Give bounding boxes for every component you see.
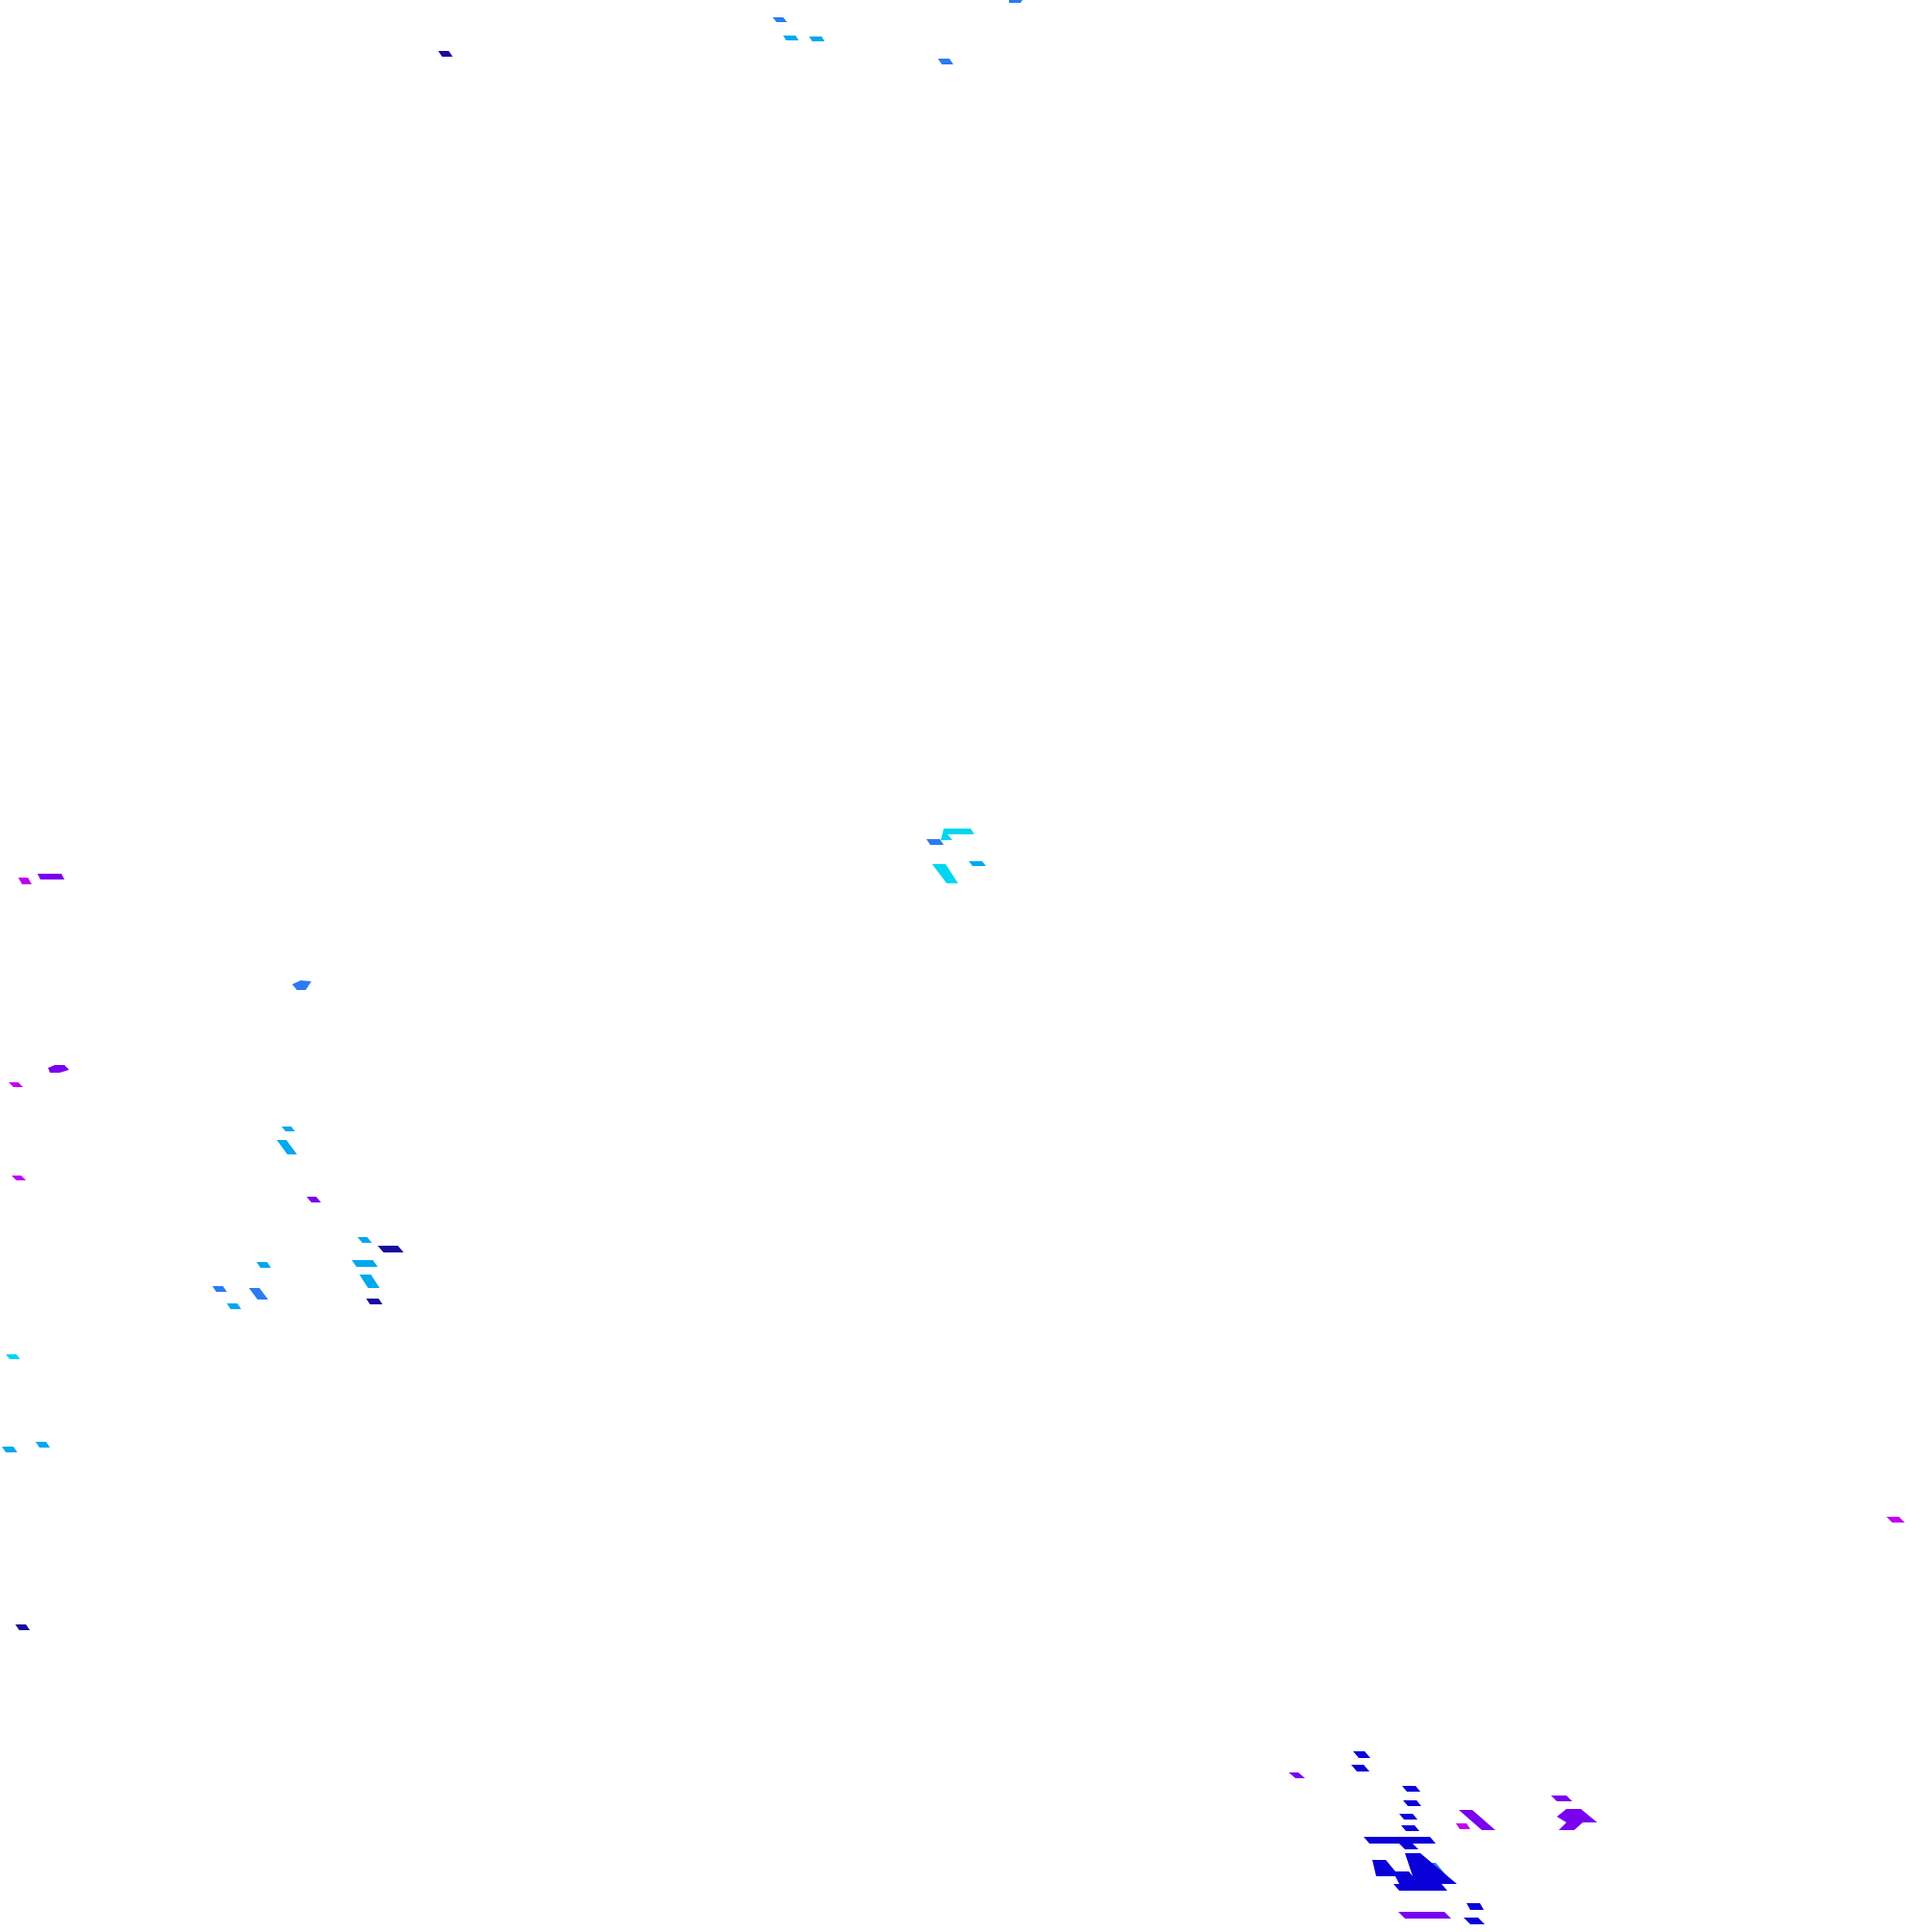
scatter-fragment-45	[1364, 1837, 1436, 1849]
scatter-fragment-28	[227, 1303, 241, 1309]
scatter-fragment-52	[1464, 1918, 1485, 1924]
scatter-fragment-17	[277, 1140, 297, 1154]
scatter-fragment-37	[1402, 1786, 1420, 1792]
scatter-fragment-51	[1466, 1903, 1484, 1910]
scatter-fragment-02	[1009, 0, 1023, 3]
scatter-fragment-03	[773, 17, 787, 22]
scatter-fragment-08	[926, 839, 944, 845]
scatter-fragment-10	[932, 864, 958, 883]
scatter-fragment-35	[1353, 1751, 1370, 1758]
scatter-fragment-18	[12, 1176, 26, 1180]
scatter-fragment-43	[1399, 1814, 1417, 1820]
scatter-fragment-48	[1395, 1853, 1457, 1884]
scatter-fragment-22	[352, 1260, 378, 1267]
scatter-fragment-19	[307, 1197, 321, 1202]
scatter-fragment-49	[1393, 1884, 1447, 1891]
scatter-fragment-14	[48, 1065, 69, 1073]
scatter-fragment-42	[1403, 1800, 1421, 1806]
scatter-fragment-25	[249, 1288, 268, 1300]
scatter-fragment-15	[9, 1082, 23, 1087]
scatter-fragment-27	[366, 1299, 382, 1304]
scatter-fragment-30	[2, 1447, 17, 1452]
scatter-fragment-11	[18, 878, 32, 884]
scatter-fragment-26	[257, 1262, 271, 1268]
scatter-fragment-01	[438, 51, 453, 57]
scatter-fragment-32	[1886, 1517, 1905, 1523]
scatter-fragment-40	[1551, 1796, 1572, 1801]
scatter-fragment-44	[1401, 1825, 1419, 1831]
scatter-fragment-04	[783, 36, 799, 40]
scatter-fragment-20	[357, 1237, 372, 1243]
scatter-fragment-39	[1456, 1823, 1470, 1829]
scatter-fragment-31	[36, 1442, 50, 1448]
scatter-fragment-33	[15, 1624, 30, 1630]
scatter-fragment-47	[1372, 1860, 1413, 1876]
scatter-fragment-12	[37, 874, 64, 879]
scatter-fragment-23	[359, 1275, 380, 1288]
scatter-fragment-34	[1289, 1772, 1305, 1778]
scatter-fragment-09	[969, 861, 986, 866]
scatter-fragment-24	[212, 1286, 227, 1292]
scatter-fragment-50	[1398, 1912, 1451, 1919]
scatter-fragment-07	[941, 829, 974, 840]
scatter-fragment-05	[809, 37, 825, 41]
scatter-fragment-06	[938, 59, 953, 64]
scatter-fragment-38	[1459, 1810, 1495, 1830]
scatter-fragment-36	[1351, 1765, 1369, 1771]
scatter-fragment-21	[378, 1246, 404, 1252]
scatter-fragment-29	[6, 1354, 20, 1359]
scatter-fragment-41	[1557, 1809, 1597, 1830]
scatter-fragment-13	[292, 980, 311, 990]
scatter-fragment-16	[282, 1127, 295, 1131]
